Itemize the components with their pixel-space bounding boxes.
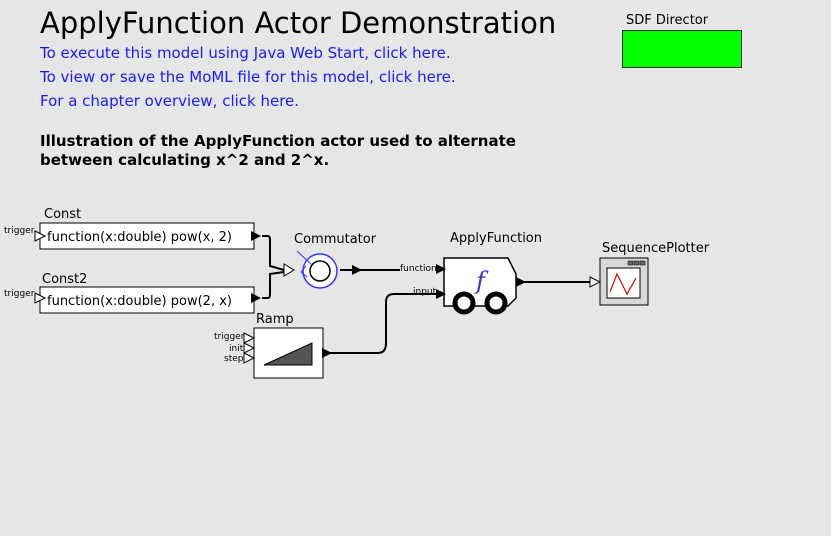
const2-trigger-label: trigger [4,289,35,299]
chapter-overview-link[interactable]: For a chapter overview, click here. [40,92,300,110]
applyfunction-right-wheel-icon [484,291,508,315]
ramp-actor[interactable]: Ramp trigger init step [214,312,332,379]
applyfunction-input-label: input [413,287,437,297]
model-description: Illustration of the ApplyFunction actor … [40,132,516,170]
description-line-2: between calculating x^2 and 2^x. [40,151,330,169]
moml-link[interactable]: To view or save the MoML file for this m… [40,68,456,86]
ramp-output-port[interactable] [322,348,332,358]
const2-expression: function(x:double) pow(2, x) [47,294,232,309]
wire-const-commutator [262,235,285,271]
ramp-name: Ramp [256,312,294,327]
const-actor[interactable]: Const function(x:double) pow(x, 2) trigg… [4,207,261,250]
const-output-port[interactable] [251,231,261,241]
director-label: SDF Director [626,13,709,28]
const2-trigger-port[interactable] [34,292,47,304]
sequenceplotter-name: SequencePlotter [602,241,710,256]
applyfunction-output-port[interactable] [516,277,526,287]
plotter-screen [606,267,641,299]
const-trigger-label: trigger [4,226,35,236]
plotter-window-button-icon [627,260,634,266]
applyfunction-input-port[interactable] [436,289,446,299]
sequenceplotter-input-port[interactable] [589,276,602,288]
commutator-name: Commutator [294,232,377,247]
const-expression: function(x:double) pow(x, 2) [47,230,232,245]
ramp-step-port[interactable] [243,352,256,364]
wires [262,235,590,354]
const-name: Const [44,207,81,222]
applyfunction-function-label: function [400,264,437,274]
const-trigger-port[interactable] [34,230,47,242]
plot-signal-icon [609,272,637,296]
wire-const2-commutator [262,271,285,299]
ramp-triangle-icon [263,342,313,366]
plotter-window-button-icon [633,260,640,266]
description-line-1: Illustration of the ApplyFunction actor … [40,132,516,150]
ramp-trigger-label: trigger [214,332,245,342]
sequenceplotter-actor[interactable]: SequencePlotter [589,241,710,306]
plotter-window-button-icon [639,260,646,266]
commutator-output-port[interactable] [352,265,362,275]
page-title: ApplyFunction Actor Demonstration [40,6,557,40]
applyfunction-name: ApplyFunction [450,231,542,246]
const2-actor[interactable]: Const2 function(x:double) pow(2, x) trig… [4,272,261,314]
commutator-inner-circle [309,260,331,282]
const2-output-port[interactable] [251,293,261,303]
wire-ramp-applyfunction [322,293,440,354]
const2-name: Const2 [42,272,87,287]
applyfunction-left-wheel-icon [452,291,476,315]
commutator-input-port[interactable] [283,263,295,277]
commutator-pointer [296,250,313,266]
applyfunction-actor[interactable]: ApplyFunction f function input [400,231,542,315]
commutator-actor[interactable]: Commutator [283,232,377,289]
web-start-link[interactable]: To execute this model using Java Web Sta… [40,44,451,62]
sdf-director[interactable] [622,30,742,68]
ramp-init-label: init [229,344,244,354]
applyfunction-function-port[interactable] [436,264,446,274]
commutator-arrow-icon [300,265,308,278]
ramp-step-label: step [224,354,244,364]
ramp-trigger-port[interactable] [243,332,256,344]
ramp-init-port[interactable] [243,342,256,354]
